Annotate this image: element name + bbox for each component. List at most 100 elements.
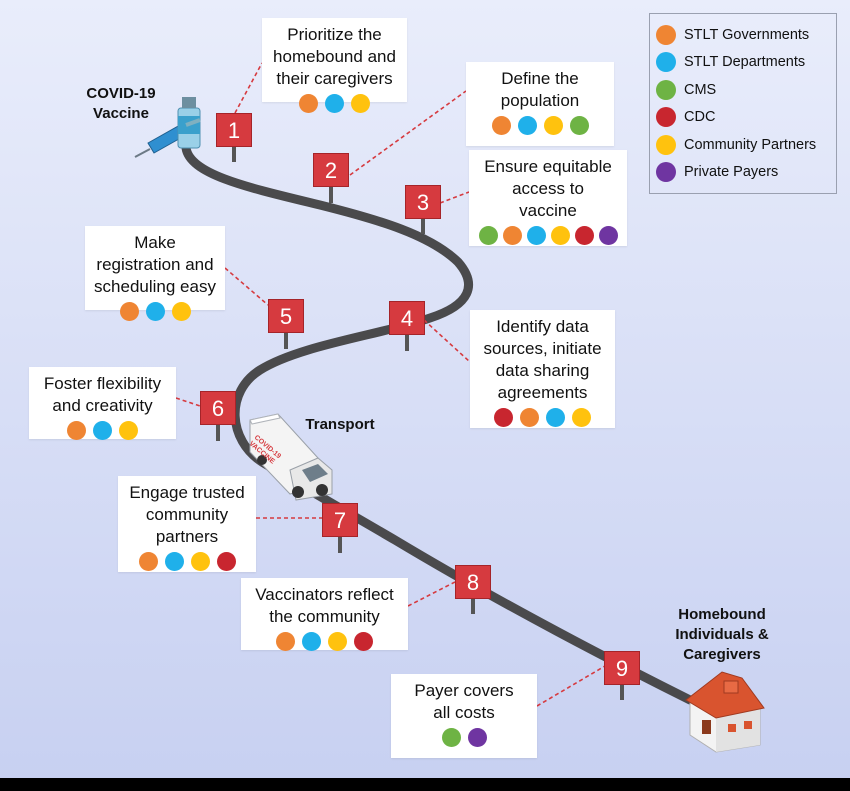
connector-lines xyxy=(175,62,606,707)
stakeholder-dot xyxy=(478,226,498,245)
stakeholder-dot xyxy=(520,408,539,427)
stakeholder-dot xyxy=(441,728,461,747)
step-3-sign: 3 xyxy=(405,185,441,219)
step-1-sign: 1 xyxy=(216,113,252,147)
step-5-dots xyxy=(85,302,225,321)
bottom-bar xyxy=(0,778,850,791)
sign-post xyxy=(232,146,236,162)
legend-item: STLT Governments xyxy=(656,24,809,46)
sign-post xyxy=(421,218,425,234)
legend-item: Private Payers xyxy=(656,161,778,183)
step-9-box: Payer covers all costs xyxy=(391,674,537,758)
vaccine-label: COVID-19 Vaccine xyxy=(86,85,156,122)
legend-swatch xyxy=(656,135,676,155)
step-5-box: Make registration and scheduling easy xyxy=(85,226,225,321)
stakeholder-dot xyxy=(299,94,318,113)
legend-item: STLT Departments xyxy=(656,51,805,73)
legend-swatch xyxy=(656,25,676,45)
sign-post xyxy=(216,425,220,441)
stakeholder-dot xyxy=(526,226,546,245)
stakeholder-dot xyxy=(325,94,344,113)
stakeholder-dot xyxy=(67,421,86,440)
stakeholder-dot xyxy=(546,408,565,427)
step-8-dots xyxy=(241,632,408,651)
step-7-text: Engage trusted community partners xyxy=(129,483,245,546)
legend-swatch xyxy=(656,162,676,182)
step-2-box: Define the population xyxy=(466,62,614,146)
stakeholder-dot xyxy=(119,421,138,440)
legend-swatch xyxy=(656,80,676,100)
step-6-sign: 6 xyxy=(200,391,236,425)
step-8-box: Vaccinators reflect the community xyxy=(241,578,408,651)
stakeholder-dot xyxy=(550,226,570,245)
house-icon xyxy=(685,671,765,753)
stakeholder-dot xyxy=(138,552,158,571)
step-4-text: Identify data sources, initiate data sha… xyxy=(483,317,602,402)
legend-label: Private Payers xyxy=(684,164,779,180)
stakeholder-dot xyxy=(572,408,591,427)
legend-item: Community Partners xyxy=(656,134,816,156)
legend-swatch xyxy=(656,107,676,127)
stakeholder-dot xyxy=(543,116,563,135)
sign-post xyxy=(284,333,288,349)
stakeholder-dot xyxy=(491,116,511,135)
stakeholder-dot xyxy=(190,552,210,571)
stakeholder-dot xyxy=(216,552,236,571)
step-1-dots xyxy=(262,94,407,113)
step-7-sign: 7 xyxy=(322,503,358,537)
legend: STLT Governments STLT Departments CMS CD… xyxy=(649,13,837,194)
stakeholder-dot xyxy=(164,552,184,571)
stakeholder-dot xyxy=(502,226,522,245)
destination-label: Homebound Individuals & Caregivers xyxy=(675,606,769,663)
stakeholder-dot xyxy=(276,632,295,651)
step-9-dots xyxy=(391,728,537,747)
step-4-sign: 4 xyxy=(389,301,425,335)
stakeholder-dot xyxy=(93,421,112,440)
step-1-text: Prioritize the homebound and their careg… xyxy=(273,25,396,88)
step-8-sign: 8 xyxy=(455,565,491,599)
step-2-dots xyxy=(466,116,614,135)
stakeholder-dot xyxy=(119,302,139,321)
sign-post xyxy=(338,537,342,553)
step-9-text: Payer covers all costs xyxy=(414,681,514,722)
sign-post xyxy=(471,598,475,614)
step-2-sign: 2 xyxy=(313,153,349,187)
stakeholder-dot xyxy=(171,302,191,321)
step-7-box: Engage trusted community partners xyxy=(118,476,256,572)
step-4-dots xyxy=(470,408,615,427)
step-5-text: Make registration and scheduling easy xyxy=(94,233,216,296)
road xyxy=(181,143,695,705)
legend-label: STLT Departments xyxy=(684,54,806,70)
step-6-dots xyxy=(29,421,176,440)
stakeholder-dot xyxy=(517,116,537,135)
step-7-dots xyxy=(118,552,256,571)
legend-label: Community Partners xyxy=(684,137,817,153)
legend-label: STLT Governments xyxy=(684,27,810,43)
sign-post xyxy=(329,187,333,203)
stakeholder-dot xyxy=(145,302,165,321)
step-4-box: Identify data sources, initiate data sha… xyxy=(470,310,615,428)
sign-post xyxy=(620,684,624,700)
step-6-text: Foster flexibility and creativity xyxy=(43,374,162,415)
step-2-text: Define the population xyxy=(500,69,580,110)
step-9-sign: 9 xyxy=(604,651,640,685)
legend-item: CDC xyxy=(656,106,715,128)
stakeholder-dot xyxy=(302,632,321,651)
stakeholder-dot xyxy=(351,94,370,113)
stakeholder-dot xyxy=(328,632,347,651)
vaccine-icon xyxy=(134,97,201,158)
transport-label: Transport xyxy=(305,416,375,433)
step-5-sign: 5 xyxy=(268,299,304,333)
legend-swatch xyxy=(656,52,676,72)
stakeholder-dot xyxy=(494,408,513,427)
stakeholder-dot xyxy=(569,116,589,135)
stakeholder-dot xyxy=(574,226,594,245)
stakeholder-dot xyxy=(354,632,373,651)
step-1-box: Prioritize the homebound and their careg… xyxy=(262,18,407,113)
step-3-box: Ensure equitable access to vaccine xyxy=(469,150,627,246)
transport-truck-icon xyxy=(249,413,333,501)
legend-label: CDC xyxy=(684,109,716,125)
legend-label: CMS xyxy=(684,82,717,98)
